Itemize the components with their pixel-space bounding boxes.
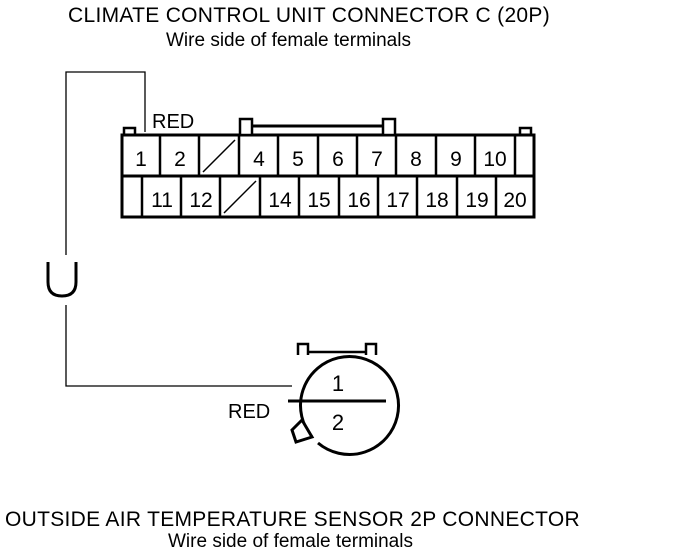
top-connector-title: CLIMATE CONTROL UNIT CONNECTOR C (20P): [68, 4, 551, 27]
terminal-4: 4: [253, 148, 265, 171]
terminal-8: 8: [410, 148, 422, 171]
terminal-6: 6: [332, 148, 344, 171]
terminal-12: 12: [189, 189, 212, 212]
terminal-17: 17: [386, 189, 409, 212]
empty-cavity-mark: [223, 180, 257, 214]
outside-air-temp-sensor-connector: 1 2 RED: [228, 342, 400, 456]
top-connector-subtitle: Wire side of female terminals: [166, 30, 411, 51]
terminal-15: 15: [307, 189, 330, 212]
terminal-18: 18: [425, 189, 448, 212]
bottom-connector-subtitle: Wire side of female terminals: [168, 531, 413, 552]
bottom-wire-color-label: RED: [228, 401, 270, 423]
bottom-connector-title: OUTSIDE AIR TEMPERATURE SENSOR 2P CONNEC…: [5, 508, 580, 531]
wire-break-symbol: [46, 262, 78, 298]
top-wire-color-label: RED: [152, 111, 194, 133]
empty-cavity-mark: [202, 139, 236, 173]
terminal-16: 16: [347, 189, 370, 212]
terminal-14: 14: [268, 189, 292, 212]
connector-tab-right: [518, 126, 533, 135]
terminal-9: 9: [450, 148, 462, 171]
terminal-10: 10: [483, 148, 506, 171]
terminal-19: 19: [465, 189, 488, 212]
red-wire: [65, 71, 292, 387]
terminal-20: 20: [503, 189, 526, 212]
terminal-11: 11: [151, 189, 173, 212]
sensor-terminal-1: 1: [332, 371, 344, 396]
terminal-5: 5: [292, 148, 304, 171]
connector-tab-left: [122, 126, 137, 135]
terminal-1: 1: [135, 148, 147, 171]
terminal-2: 2: [174, 148, 186, 171]
terminal-7: 7: [371, 148, 383, 171]
sensor-terminal-2: 2: [332, 410, 344, 435]
